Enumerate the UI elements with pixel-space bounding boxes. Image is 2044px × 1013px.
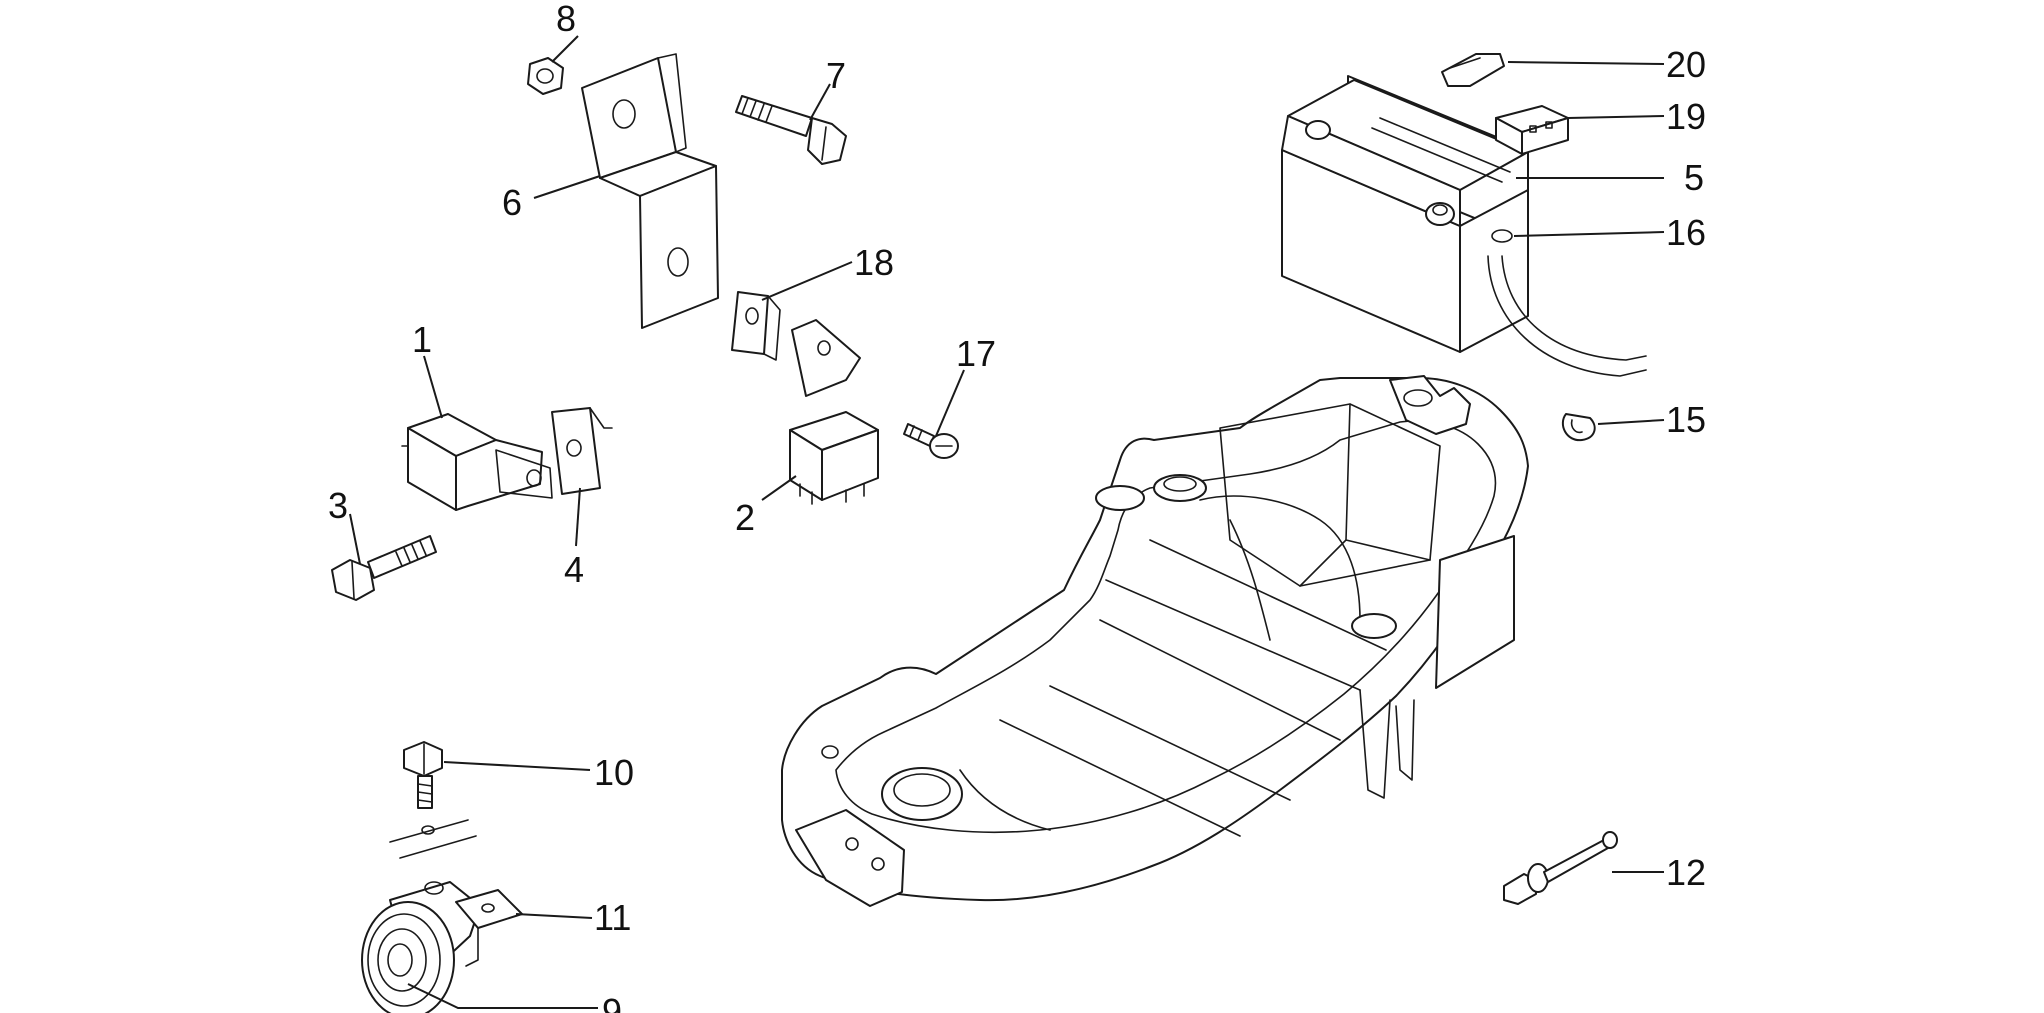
callout-2: 2 <box>735 497 755 538</box>
part-2-relay <box>789 319 879 505</box>
part-12-bolt <box>1503 831 1618 905</box>
leader-9 <box>407 983 598 1009</box>
leader-18 <box>761 261 853 301</box>
callout-19: 19 <box>1666 96 1706 137</box>
leader-15 <box>1597 419 1665 425</box>
part-4-clip <box>551 407 613 495</box>
part-18-clip <box>731 291 781 361</box>
leader-17 <box>935 369 965 437</box>
callout-11: 11 <box>594 897 631 938</box>
part-15-clamp <box>1561 413 1596 442</box>
callout-1: 1 <box>412 319 432 360</box>
leader-19 <box>1567 115 1665 119</box>
part-10-bolt <box>389 741 477 859</box>
leader-6 <box>533 175 601 199</box>
leader-lines <box>349 35 1665 1009</box>
callout-6: 6 <box>502 182 522 223</box>
part-1-regulator <box>401 413 553 511</box>
part-5-battery <box>1281 75 1529 353</box>
leader-2 <box>761 475 797 501</box>
callout-20: 20 <box>1666 44 1706 85</box>
callout-18: 18 <box>854 242 894 283</box>
part-8-nut <box>527 57 564 95</box>
leader-20 <box>1507 61 1665 65</box>
callout-17: 17 <box>956 333 996 374</box>
callout-3: 3 <box>328 485 348 526</box>
callout-7: 7 <box>826 55 846 96</box>
callout-5: 5 <box>1684 157 1704 198</box>
callout-12: 12 <box>1666 852 1706 893</box>
callout-8: 8 <box>556 0 576 39</box>
leader-1 <box>423 355 443 419</box>
part-7-bolt <box>735 95 847 165</box>
leader-11 <box>515 913 593 919</box>
callout-4: 4 <box>564 549 584 590</box>
callout-labels: 8 7 6 18 17 2 1 4 3 10 11 9 20 19 5 16 1… <box>328 0 1706 1013</box>
leader-8 <box>551 35 579 63</box>
underseat-compartment <box>781 375 1529 907</box>
part-16-breather-tube <box>1487 229 1647 377</box>
leader-10 <box>443 761 591 771</box>
part-17-screw <box>903 423 959 459</box>
part-3-bolt <box>331 535 437 601</box>
leader-3 <box>349 513 361 565</box>
callout-10: 10 <box>594 752 634 793</box>
callout-9: 9 <box>602 991 622 1013</box>
leader-7 <box>809 83 831 121</box>
leader-16 <box>1513 231 1665 237</box>
callout-16: 16 <box>1666 212 1706 253</box>
callout-15: 15 <box>1666 399 1706 440</box>
part-6-bracket <box>581 53 719 329</box>
part-19-fuse-holder <box>1495 105 1569 155</box>
leader-4 <box>575 487 581 547</box>
part-20-fuse <box>1441 53 1505 87</box>
